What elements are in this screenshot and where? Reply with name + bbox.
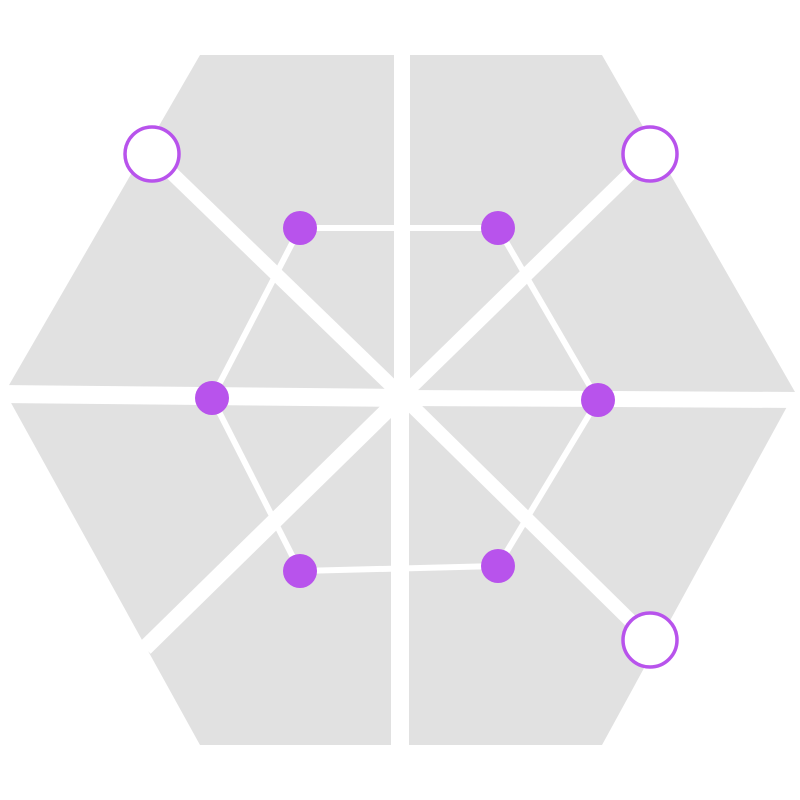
inner-node-right xyxy=(581,383,615,417)
inner-node-left xyxy=(195,381,229,415)
outer-nodes xyxy=(123,125,679,669)
inner-nodes xyxy=(195,211,615,588)
inner-node-top-right xyxy=(481,211,515,245)
outer-node-bottom-right xyxy=(621,611,679,669)
inner-hexagon-links xyxy=(209,225,601,574)
link-bottom xyxy=(297,563,501,574)
sector-dividers xyxy=(0,40,800,760)
inner-node-top-left xyxy=(283,211,317,245)
link-lower-left xyxy=(209,395,303,574)
link-upper-left xyxy=(209,225,303,401)
link-lower-right xyxy=(495,397,601,569)
link-upper-right xyxy=(495,225,601,403)
inner-node-bottom-left xyxy=(283,554,317,588)
outer-node-top-left xyxy=(123,125,181,183)
inner-node-bottom-right xyxy=(481,549,515,583)
outer-node-top-right xyxy=(621,125,679,183)
